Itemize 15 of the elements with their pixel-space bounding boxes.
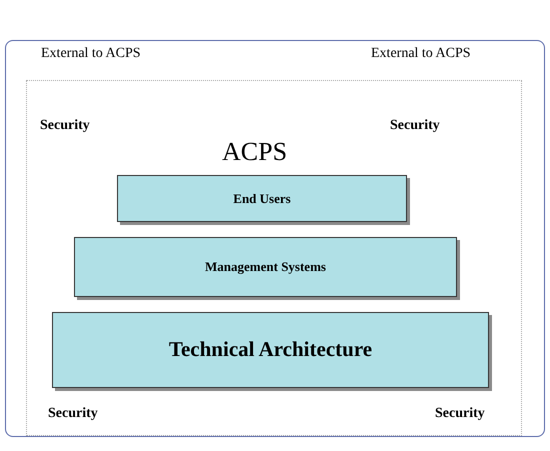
layer-box	[117, 175, 407, 222]
boundary-label: ACPS	[222, 136, 288, 168]
corner-label: Security	[48, 405, 98, 423]
layer-label: End Users	[233, 190, 291, 208]
corner-label: Security	[390, 117, 440, 135]
dotted-boundary	[26, 80, 522, 436]
region-label: External to ACPS	[371, 45, 471, 63]
corner-label: Security	[40, 117, 90, 135]
layer-box	[52, 312, 489, 388]
layer-box	[74, 237, 457, 297]
region-label: External to ACPS	[41, 45, 141, 63]
corner-label: Security	[435, 405, 485, 423]
layer-label: Management Systems	[205, 258, 326, 276]
outer-frame	[5, 40, 545, 437]
layer-label: Technical Architecture	[168, 336, 372, 364]
